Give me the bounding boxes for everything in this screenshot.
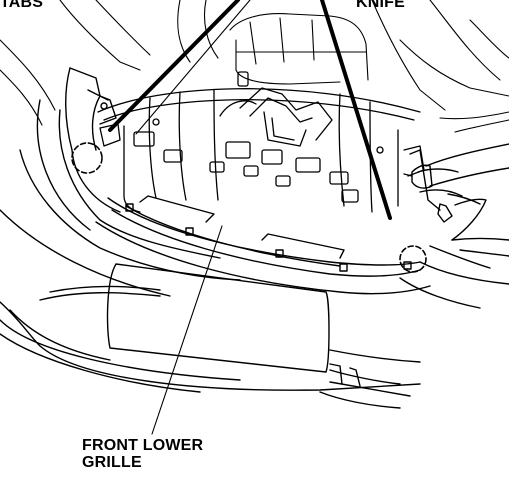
tab-location-circles (71, 142, 427, 273)
right-tab-circle (399, 245, 427, 273)
grille-label-line1: FRONT LOWER (82, 437, 204, 454)
grille-leader-line (151, 225, 223, 435)
knife-tool (403, 143, 509, 189)
license-plate (106, 263, 330, 373)
tabs-label-text: TABS (0, 0, 44, 11)
left-bumper-side (0, 67, 241, 297)
knife-leader-line-1 (135, 0, 251, 135)
front-lower-grille-label: FRONT LOWER GRILLE (82, 437, 203, 471)
knife-leader-line-2 (320, 0, 392, 220)
left-tab-circle (71, 142, 103, 174)
tabs-leader-line (108, 0, 240, 132)
radiator-core-support (97, 71, 425, 213)
lower-bumper (0, 285, 421, 409)
front-lower-grille (95, 195, 431, 295)
knife-label: KNIFE (356, 0, 405, 11)
engine-bay-background (0, 0, 509, 133)
grille-label-line2: GRILLE (82, 454, 142, 471)
right-bumper-side (399, 149, 509, 309)
tabs-label: TABS (0, 0, 43, 11)
leader-lines (108, 0, 392, 435)
knife-label-text: KNIFE (356, 0, 405, 11)
